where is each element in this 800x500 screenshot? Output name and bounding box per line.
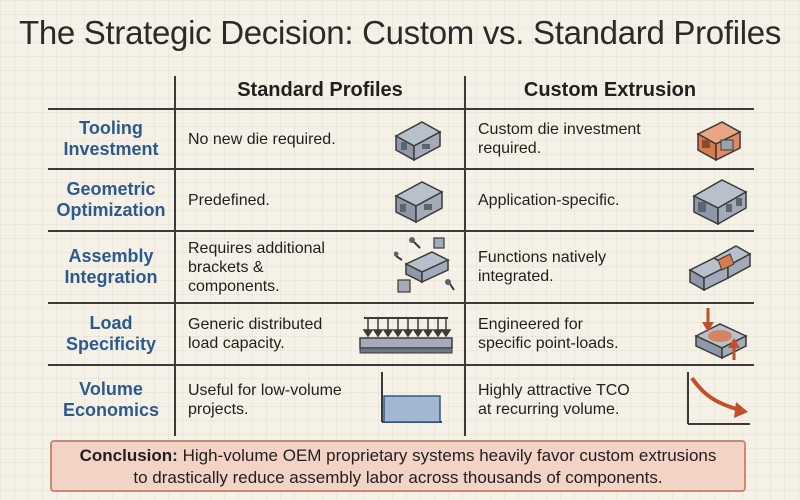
cell-line: load capacity.	[188, 335, 285, 352]
cell-standard-geometry: Predefined.	[188, 170, 378, 230]
cell-line: components.	[188, 277, 280, 295]
cell-standard-tooling: No new die required.	[188, 110, 378, 168]
cell-line: required.	[478, 140, 542, 157]
header-custom-extrusion: Custom Extrusion	[523, 79, 697, 101]
column-divider	[464, 76, 466, 436]
column-divider	[174, 76, 176, 436]
row-label-line: Geometric	[66, 179, 156, 199]
row-label-line: Investment	[63, 139, 159, 159]
cell-custom-tooling: Custom die investment required.	[478, 110, 678, 168]
header-standard-profiles: Standard Profiles	[237, 79, 403, 101]
cell-standard-load: Generic distributed load capacity.	[188, 304, 378, 364]
flat-cost-chart-icon	[381, 372, 442, 423]
conclusion-text: to drastically reduce assembly labor acr…	[133, 468, 663, 487]
page-title: The Strategic Decision: Custom vs. Stand…	[18, 14, 782, 51]
cell-custom-geometry: Application-specific.	[478, 170, 678, 230]
cell-custom-assembly: Functions natively integrated.	[478, 232, 678, 302]
standard-profile-icon	[394, 121, 442, 162]
cell-line: Requires additional	[188, 239, 325, 257]
custom-profile-icon	[692, 179, 748, 226]
cell-line: brackets &	[188, 258, 264, 276]
cell-line: Highly attractive TCO	[478, 382, 630, 399]
standard-profile-icon	[394, 181, 444, 224]
conclusion-text: High-volume OEM proprietary systems heav…	[177, 446, 717, 465]
row-label-line: Volume	[79, 379, 143, 399]
row-divider	[48, 302, 754, 304]
cell-line: Useful for low-volume	[188, 382, 342, 399]
comparison-table: Standard Profiles Custom Extrusion Tooli…	[48, 72, 754, 436]
row-label-line: Economics	[62, 400, 160, 420]
cell-line: integrated.	[478, 268, 554, 285]
distributed-load-icon	[359, 317, 453, 354]
conclusion-lead: Conclusion:	[79, 446, 178, 465]
cell-line: Engineered for	[478, 316, 583, 333]
row-divider	[48, 108, 754, 110]
cell-line: Predefined.	[188, 191, 270, 209]
row-divider	[48, 168, 754, 170]
brackets-components-icon	[394, 237, 455, 293]
cell-line: specific point-loads.	[478, 335, 619, 352]
row-label-line: Assembly	[68, 246, 154, 266]
row-label-line: Specificity	[65, 334, 157, 354]
cell-line: Generic distributed	[188, 316, 323, 333]
cell-line: at recurring volume.	[478, 401, 620, 418]
cell-line: No new die required.	[188, 130, 336, 148]
custom-die-icon	[696, 121, 742, 162]
declining-cost-chart-icon	[687, 372, 750, 425]
cell-standard-volume: Useful for low-volume projects.	[188, 366, 378, 434]
cell-custom-load: Engineered for specific point-loads.	[478, 304, 678, 364]
row-divider	[48, 230, 754, 232]
row-divider	[48, 364, 754, 366]
cell-line: Application-specific.	[478, 191, 620, 209]
row-label-line: Optimization	[56, 200, 166, 220]
cell-line: Functions natively	[478, 249, 607, 266]
cell-line: Custom die investment	[478, 121, 641, 138]
cell-line: projects.	[188, 401, 249, 418]
integrated-profile-icon	[688, 245, 752, 292]
row-label-line: Tooling	[79, 118, 143, 138]
conclusion-box: Conclusion: High-volume OEM proprietary …	[50, 440, 746, 492]
cell-custom-volume: Highly attractive TCO at recurring volume…	[478, 366, 678, 434]
row-label-line: Integration	[64, 267, 158, 287]
point-load-icon	[694, 308, 748, 360]
row-label-line: Load	[89, 313, 133, 333]
